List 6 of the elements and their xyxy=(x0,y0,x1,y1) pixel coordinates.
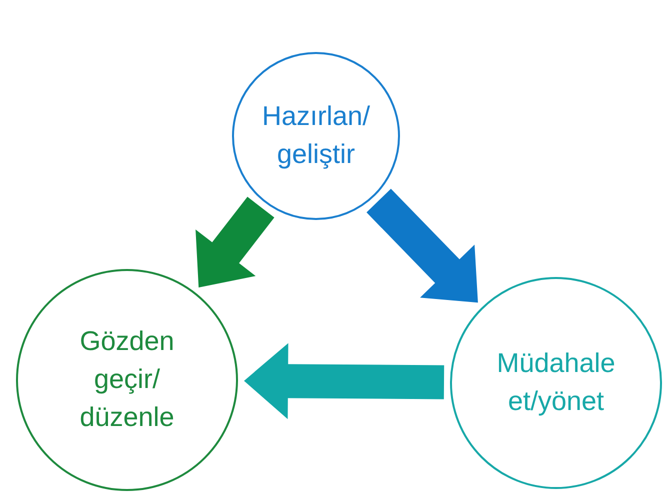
block-arrow xyxy=(366,188,478,303)
step-label: Hazırlan/ geliştir xyxy=(260,100,372,171)
block-arrow xyxy=(244,343,444,420)
step-label: Müdahale et/yönet xyxy=(496,347,616,418)
block-arrow xyxy=(196,196,274,288)
step-label: Gözden geçir/ düzenle xyxy=(78,325,176,434)
